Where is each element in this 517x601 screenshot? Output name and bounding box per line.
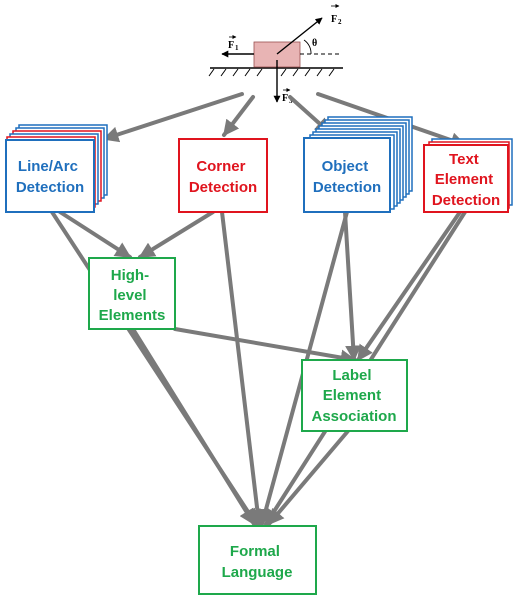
node-label-line: Corner (196, 158, 245, 175)
arrow-text-to-label-assoc (356, 210, 462, 362)
node-label: Object Detection (313, 158, 381, 196)
arrow-corner-to-high-level (138, 210, 215, 259)
node-label-line: Element (323, 387, 381, 404)
node-label-line: Label (332, 367, 371, 384)
node-text-element-detection: Text Element Detection (423, 138, 513, 213)
node-label-line: Formal (230, 543, 280, 560)
node-box (88, 257, 176, 330)
arrow-high-level-to-formal (131, 327, 256, 526)
label-f3: F 3 (282, 88, 293, 105)
node-label-line: Detection (313, 179, 381, 196)
node-label: Line/Arc Detection (16, 158, 84, 196)
node-formal-language: Formal Language (198, 525, 317, 595)
node-label-line: Text (449, 151, 479, 168)
label-f1: F 1 (228, 35, 239, 52)
node-label-line: Object (322, 158, 369, 175)
ground-hatching (208, 68, 335, 77)
arrow-high-level-to-label-assoc (173, 327, 357, 366)
node-label: Corner Detection (189, 158, 257, 196)
theta-label: θ (312, 38, 317, 49)
node-box (301, 359, 408, 432)
node-label-line: Line/Arc (18, 158, 78, 175)
f2-sub: 2 (338, 18, 342, 26)
node-label: Text Element Detection (432, 151, 500, 209)
node-high-level-elements: High- level Elements (88, 257, 176, 330)
physics-illustration: F 1 F 2 F 3 θ (208, 4, 343, 105)
node-box (198, 525, 317, 595)
node-object-detection: Object Detection (303, 116, 413, 213)
f3-main: F (282, 93, 288, 104)
node-label-line: Detection (189, 179, 257, 196)
node-label-line: Detection (432, 192, 500, 209)
arrow-line-arc-to-high-level (58, 210, 132, 259)
f1-sub: 1 (235, 44, 239, 52)
node-label-line: Association (311, 408, 396, 425)
node-label: Label Element Association (311, 367, 396, 425)
node-label-line: Element (435, 171, 493, 188)
node-label-line: High- (111, 267, 149, 284)
theta-arc (303, 39, 312, 55)
arrow-input-to-line-arc (102, 92, 244, 143)
f1-main: F (228, 40, 234, 51)
node-label-element-association: Label Element Association (301, 359, 408, 432)
f3-sub: 3 (289, 97, 293, 105)
node-label-line: Detection (16, 179, 84, 196)
arrow-corner-to-formal (220, 210, 266, 526)
node-label-line: Elements (99, 307, 166, 324)
node-box (423, 144, 509, 213)
node-box (178, 138, 268, 213)
label-f2: F 2 (331, 4, 342, 26)
node-box (303, 137, 391, 213)
node-label-line: level (113, 287, 146, 304)
node-label-line: Language (222, 564, 293, 581)
arrow-object-to-label-assoc (343, 210, 362, 362)
force-f2-arrow (276, 17, 323, 55)
f2-main: F (331, 14, 337, 25)
node-line-arc-detection: Line/Arc Detection (5, 124, 108, 213)
arrow-input-to-corner (222, 95, 255, 137)
node-corner-detection: Corner Detection (178, 138, 268, 213)
node-label: Formal Language (222, 543, 293, 581)
node-label: High- level Elements (99, 267, 166, 324)
arrow-label-assoc-to-formal (267, 429, 350, 526)
node-box (5, 139, 95, 213)
